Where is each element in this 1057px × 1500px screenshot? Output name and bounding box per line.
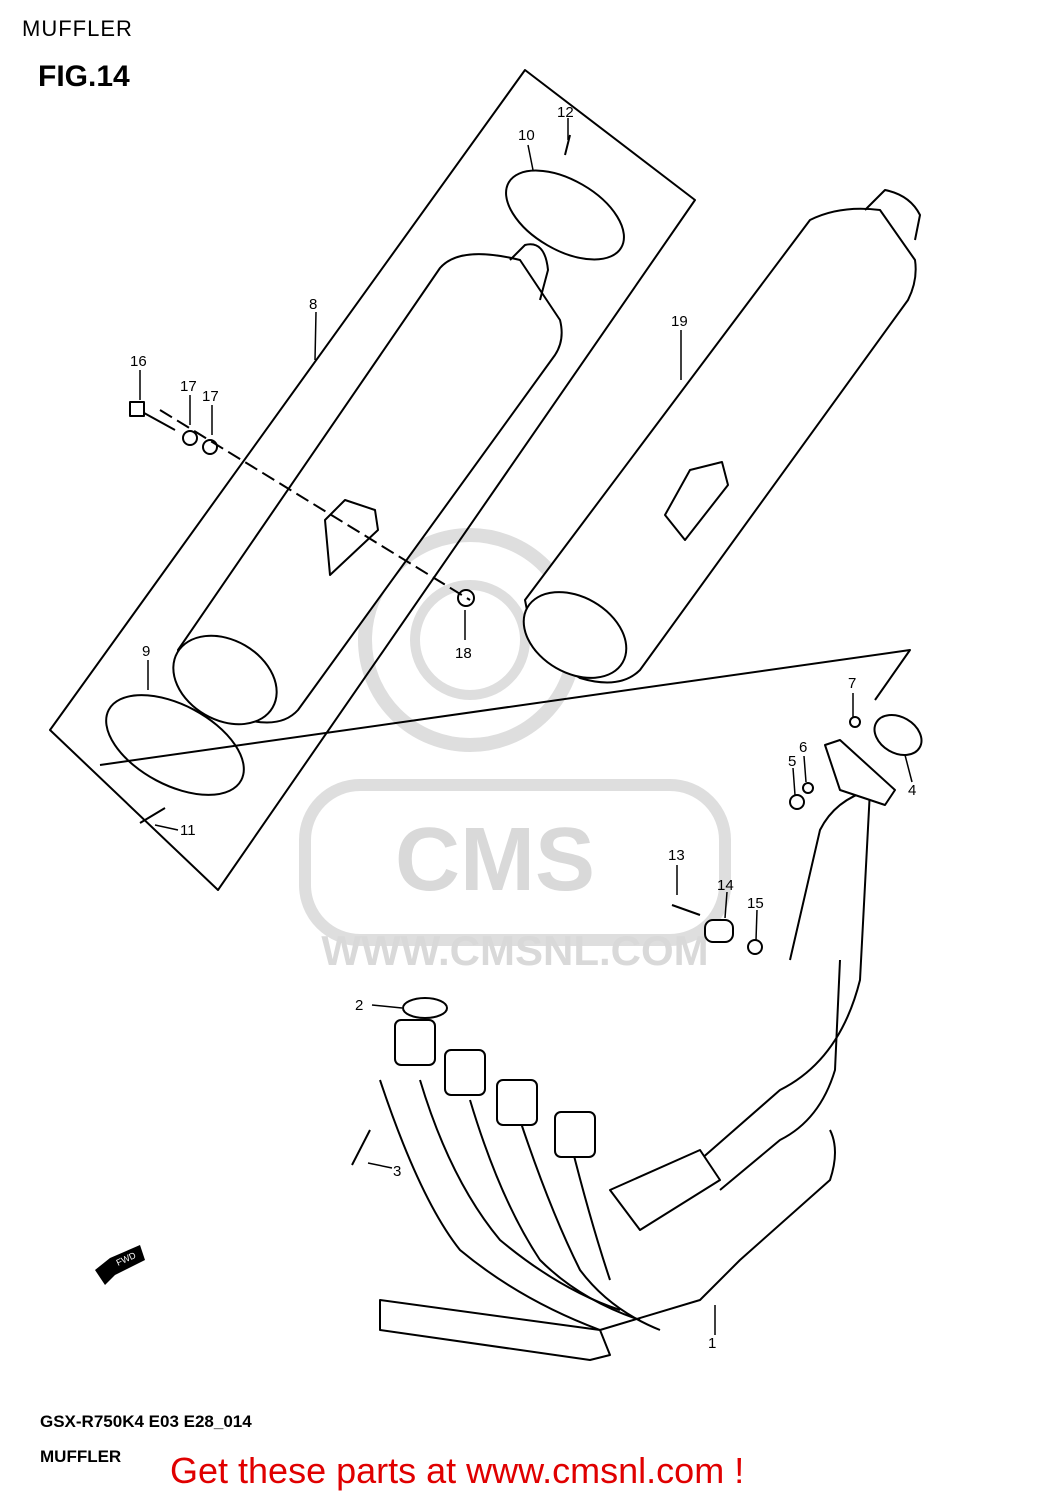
part-label-15: 15 <box>747 895 764 912</box>
bolt-11 <box>139 807 166 824</box>
part-label-3: 3 <box>393 1163 401 1180</box>
washer-6 <box>802 782 814 794</box>
exhaust-ports <box>394 1019 596 1158</box>
part-label-8: 8 <box>309 296 317 313</box>
bolt-16-head <box>129 401 145 417</box>
watermark-brand: CMS <box>395 810 595 910</box>
flange <box>824 739 896 806</box>
diagram-caption: MUFFLER <box>40 1447 122 1466</box>
end-cap <box>105 694 245 796</box>
reference-lines <box>99 649 911 766</box>
bolt-3 <box>351 1129 371 1166</box>
nut-18 <box>457 589 475 607</box>
group-frame <box>49 69 696 891</box>
washer-17b <box>202 439 218 455</box>
part-label-17a: 17 <box>180 378 197 395</box>
part-label-17b: 17 <box>202 388 219 405</box>
shop-link[interactable]: Get these parts at www.cmsnl.com ! <box>170 1450 745 1491</box>
leader-lines <box>139 118 913 1335</box>
figure-number: FIG.14 <box>38 60 130 93</box>
part-label-1: 1 <box>708 1335 716 1352</box>
exhaust-header <box>379 789 871 1361</box>
collar-14 <box>704 919 734 943</box>
nut-5 <box>789 794 805 810</box>
washer-15 <box>747 939 763 955</box>
diagram-code: GSX-R750K4 E03 E28_014 <box>40 1412 252 1431</box>
part-label-18: 18 <box>455 645 472 662</box>
top-cap <box>505 169 625 261</box>
washer-17a <box>182 430 198 446</box>
part-label-6: 6 <box>799 739 807 756</box>
section-title: MUFFLER <box>22 16 133 41</box>
muffler-left <box>172 243 563 726</box>
part-label-13: 13 <box>668 847 685 864</box>
part-label-16: 16 <box>130 353 147 370</box>
muffler-right <box>522 189 921 684</box>
part-label-10: 10 <box>518 127 535 144</box>
forward-arrow: FWD <box>95 1245 145 1285</box>
part-label-12: 12 <box>557 104 574 121</box>
part-labels: 1 2 3 4 5 6 7 8 9 10 11 12 13 14 15 16 1… <box>130 104 916 1352</box>
part-label-9: 9 <box>142 643 150 660</box>
part-label-4: 4 <box>908 782 916 799</box>
part-label-19: 19 <box>671 313 688 330</box>
part-label-11: 11 <box>180 822 196 839</box>
gasket-ring <box>873 714 923 756</box>
part-label-2: 2 <box>355 997 363 1014</box>
gasket-2 <box>402 997 448 1019</box>
washer-7 <box>849 716 861 728</box>
bolt-13 <box>671 904 701 916</box>
part-label-7: 7 <box>848 675 856 692</box>
watermark-url: WWW.CMSNL.COM <box>321 927 708 974</box>
part-label-14: 14 <box>717 877 734 894</box>
bolt-12 <box>564 134 571 156</box>
part-label-5: 5 <box>788 753 796 770</box>
